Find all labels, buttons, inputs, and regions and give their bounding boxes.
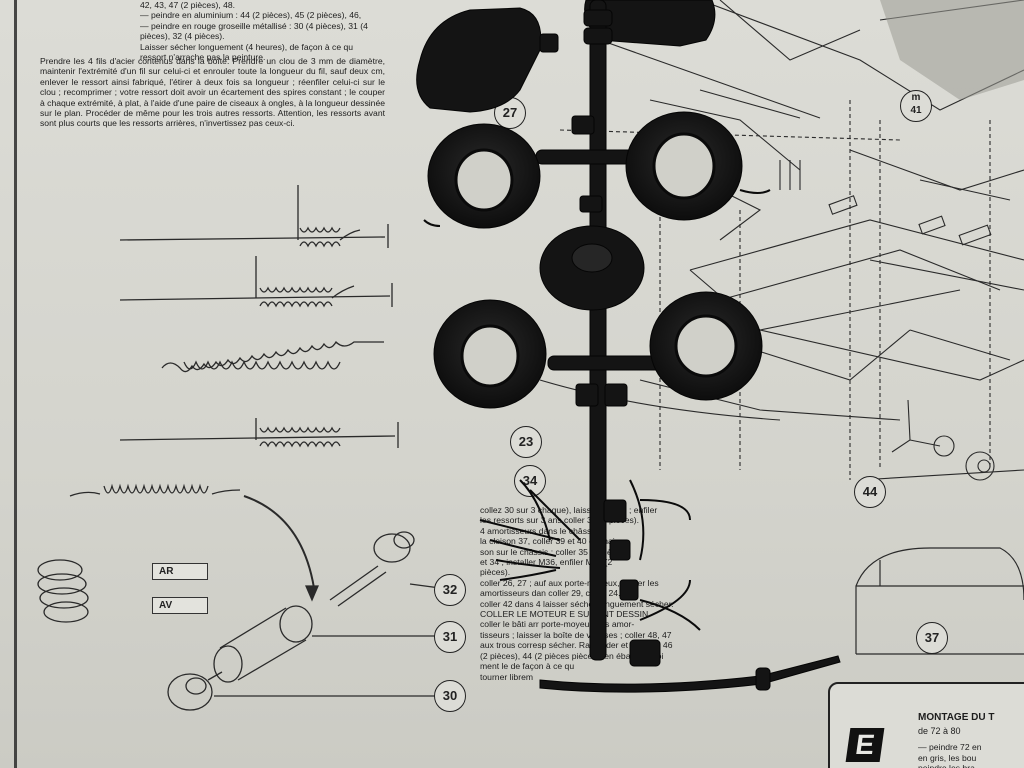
stretched-spring-drawing xyxy=(161,340,384,373)
section-body-text: — peindre 72 en en gris, les bou peindre… xyxy=(918,742,982,768)
seat-part-left xyxy=(416,7,542,113)
callout-30: 30 xyxy=(434,680,466,712)
wire-strands xyxy=(423,189,771,631)
callout-44: 44 xyxy=(854,476,886,508)
sprue-runner-main xyxy=(589,0,607,661)
callout-23: 23 xyxy=(510,426,542,458)
part-30-drawing xyxy=(167,671,440,711)
callout-32: 32 xyxy=(434,574,466,606)
label-rear: AR xyxy=(152,563,208,580)
tire-top-right xyxy=(625,111,743,221)
nail-drawing-2 xyxy=(119,256,393,308)
tire-top-left xyxy=(427,123,541,229)
label-front: AV xyxy=(152,597,208,614)
cut-spring-drawing xyxy=(69,483,241,497)
exhaust-pipe-part xyxy=(539,655,841,693)
direction-arrow xyxy=(243,495,315,589)
sheet-fold-line xyxy=(14,0,17,768)
section-heading: MONTAGE DU T xyxy=(918,712,995,723)
tire-bottom-left xyxy=(433,299,547,409)
shaded-area xyxy=(880,0,1024,100)
tire-bottom-right xyxy=(649,291,763,401)
callout-37: 37 xyxy=(916,622,948,654)
spring-instructions-text: Prendre les 4 fils d'acier contenus dans… xyxy=(40,56,385,129)
nail-drawing-1 xyxy=(119,185,389,248)
nail-drawing-3 xyxy=(119,418,399,448)
callout-34: 34 xyxy=(514,465,546,497)
section-subheading: de 72 à 80 xyxy=(918,726,961,736)
coil-spring-drawing xyxy=(37,559,89,623)
callout-m41: m 41 xyxy=(900,90,932,122)
car-body-sketch-37 xyxy=(855,547,1024,655)
paint-instructions-text: 42, 43, 47 (2 pièces), 48. — peindre en … xyxy=(140,0,368,63)
part-31-drawing xyxy=(213,605,440,683)
callout-31: 31 xyxy=(434,621,466,653)
